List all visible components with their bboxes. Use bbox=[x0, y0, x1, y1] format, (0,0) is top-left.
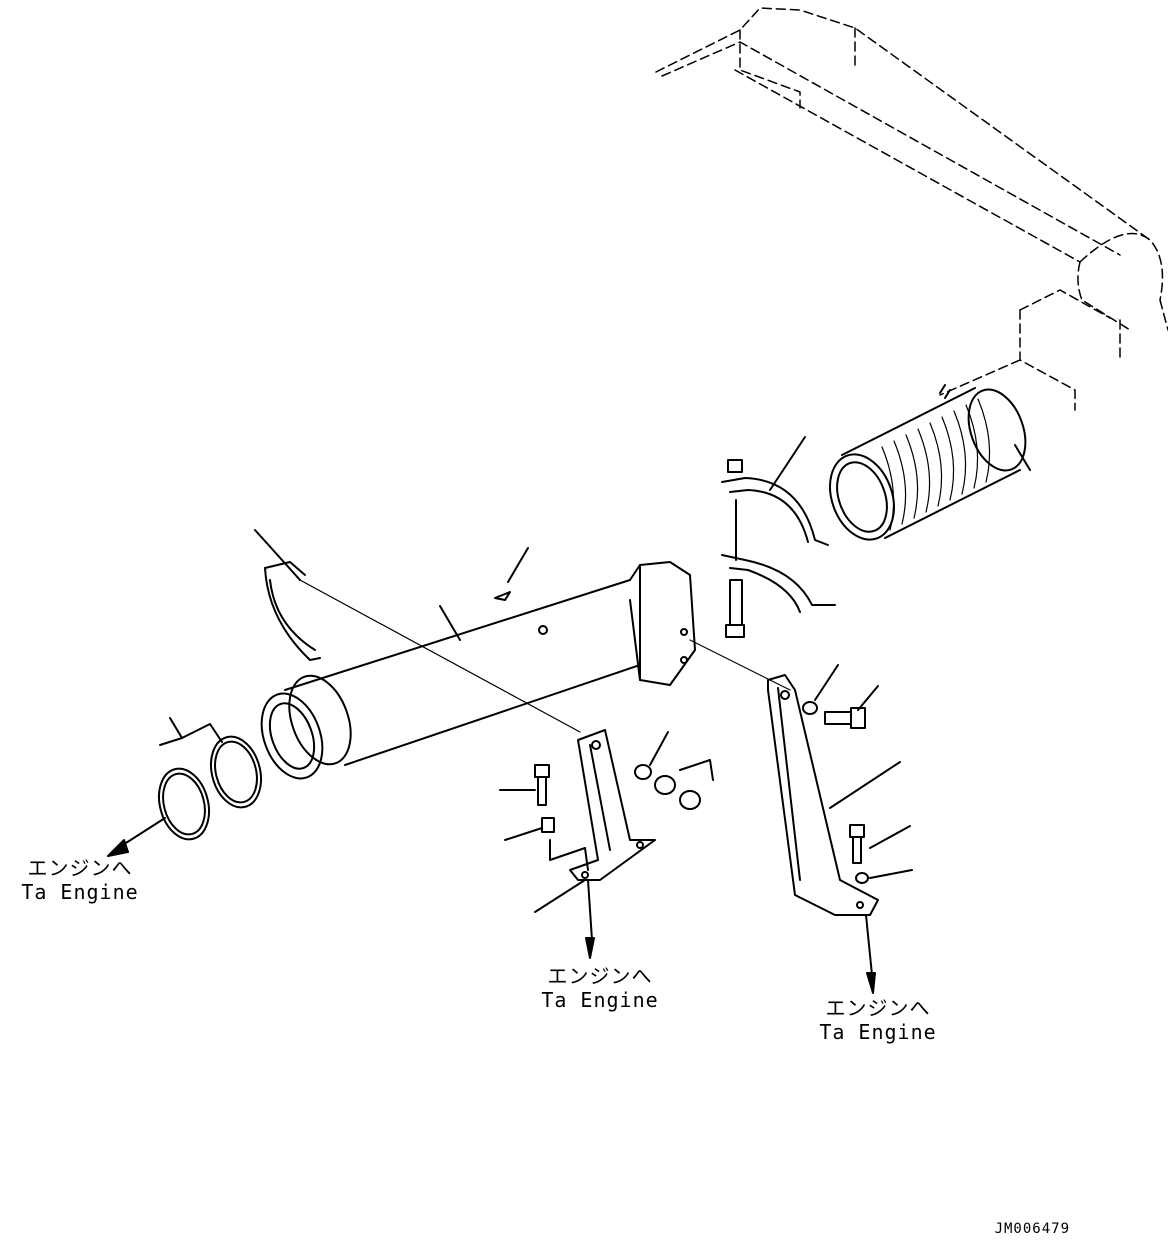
engine-label-jp: エンジンへ bbox=[27, 856, 133, 880]
u-clamp-assembly bbox=[721, 436, 836, 638]
engine-label-en: Ta Engine bbox=[541, 988, 659, 1012]
leader-line bbox=[299, 579, 581, 733]
center-bracket-assembly bbox=[499, 729, 714, 959]
engine-label-right: エンジンへ Ta Engine bbox=[818, 996, 938, 1044]
muffler-phantom bbox=[655, 7, 1168, 411]
tail-pipe bbox=[260, 547, 696, 780]
engine-label-en: Ta Engine bbox=[819, 1020, 937, 1044]
engine-label-en: Ta Engine bbox=[21, 880, 139, 904]
right-bracket-assembly bbox=[767, 664, 913, 994]
gasket-rings bbox=[158, 717, 262, 841]
engine-label-center: エンジンへ Ta Engine bbox=[540, 964, 660, 1012]
engine-label-left: エンジンへ Ta Engine bbox=[20, 856, 140, 904]
engine-label-jp: エンジンへ bbox=[825, 996, 931, 1020]
leader-line bbox=[689, 639, 791, 691]
flexible-bellows-pipe bbox=[829, 384, 1031, 541]
band-clamp bbox=[254, 529, 321, 661]
engine-label-jp: エンジンへ bbox=[547, 964, 653, 988]
arrow-to-engine-left bbox=[107, 817, 166, 857]
drawing-code: JM006479 bbox=[994, 1221, 1070, 1237]
